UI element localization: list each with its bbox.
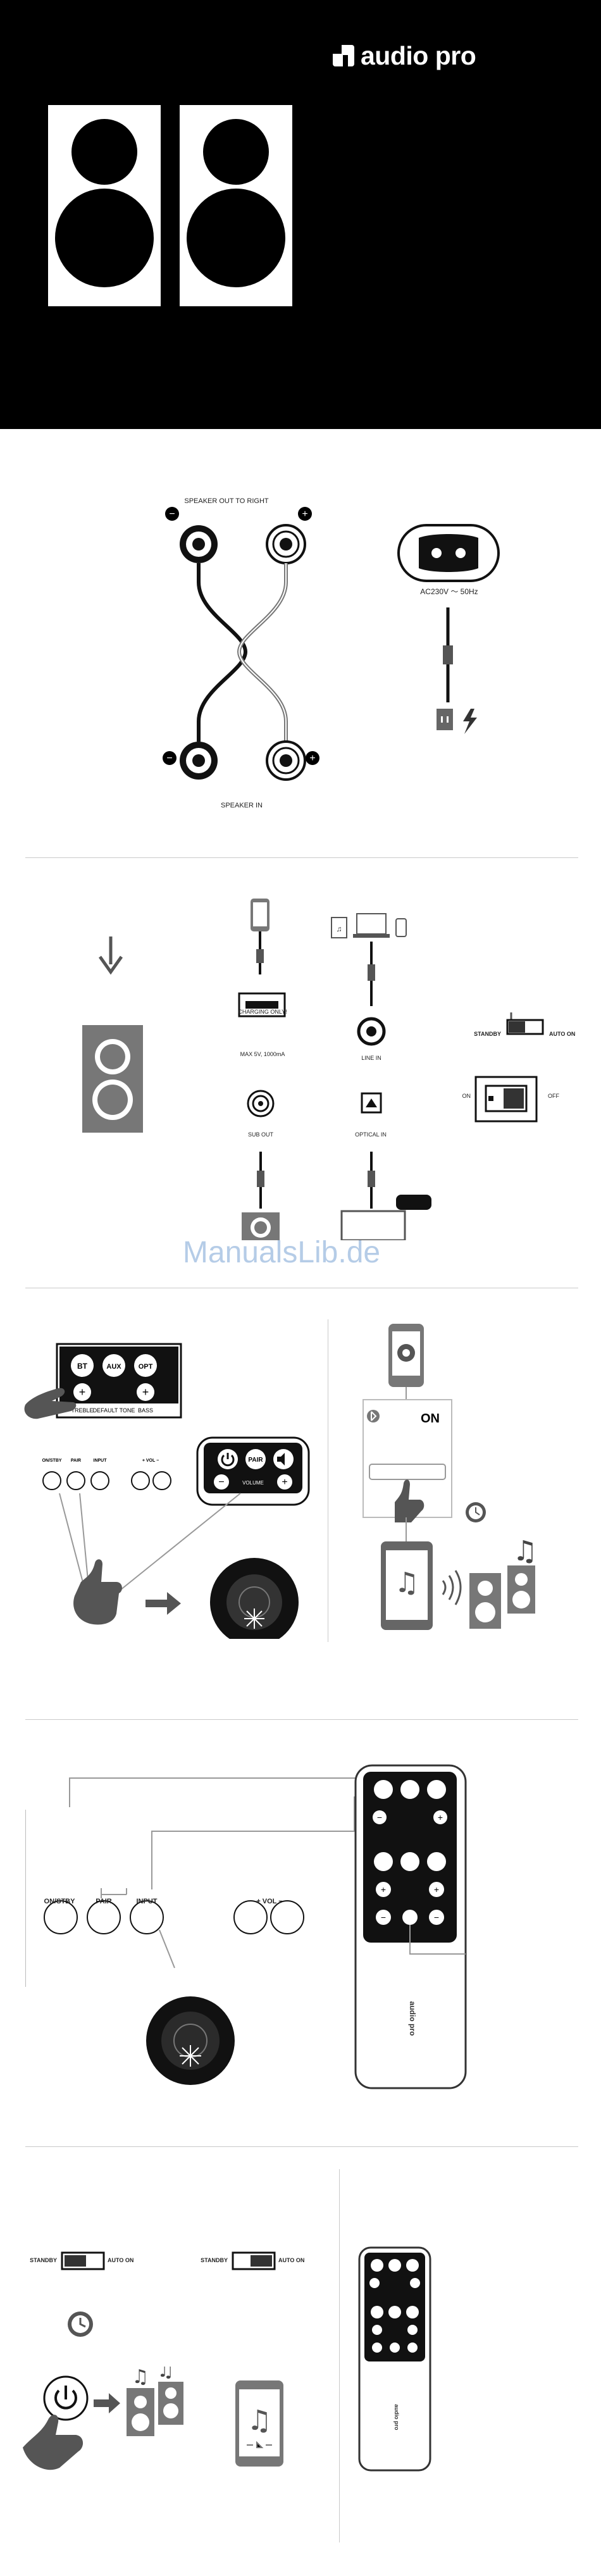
standby-label-b: STANDBY — [201, 2257, 228, 2263]
rear-speaker-diagram — [82, 936, 143, 1133]
remote-aux-text: AUX — [106, 1363, 121, 1371]
remote-pair-text: PAIR — [248, 1457, 263, 1464]
standby-label: STANDBY — [474, 1031, 501, 1037]
speaker-left — [48, 105, 161, 306]
svg-text:−: − — [434, 1912, 439, 1922]
electricity-icon — [463, 709, 477, 734]
svg-text:+: + — [438, 1812, 443, 1822]
svg-text:−: − — [169, 509, 175, 520]
off-label: OFF — [548, 1093, 559, 1099]
standby-switch-a — [61, 2251, 105, 2270]
line-in-label: LINE IN — [361, 1055, 381, 1061]
svg-text:+: + — [309, 753, 315, 764]
panel-vol-label: + VOL − — [256, 1898, 283, 1905]
remote-treble-text: TREBLE — [71, 1407, 93, 1414]
speaker-grille-diagram — [146, 1996, 235, 2085]
auto-on-label-a: AUTO ON — [108, 2257, 134, 2263]
svg-text:−: − — [377, 1812, 382, 1822]
svg-text:♫: ♫ — [512, 1535, 537, 1567]
panel-input-label: INPUT — [136, 1898, 158, 1905]
optical-in-label: OPTICAL IN — [355, 1131, 387, 1138]
divider-1 — [25, 857, 578, 858]
arrow-right-icon — [146, 1592, 181, 1615]
remote-volume-text: VOLUME — [242, 1480, 264, 1486]
standby-switch-b — [232, 2251, 276, 2270]
charging-label: CHARGING ONLY! — [238, 1009, 287, 1015]
divider-4 — [25, 2146, 578, 2147]
svg-text:−: − — [381, 1912, 386, 1922]
hand-pointer-icon — [24, 1388, 77, 1419]
svg-text:♫: ♫ — [158, 2367, 175, 2382]
svg-text:♫: ♫ — [337, 924, 342, 933]
svg-text:+: + — [434, 1884, 439, 1895]
svg-text:+: + — [381, 1884, 386, 1895]
svg-text:−: − — [218, 1477, 224, 1488]
svg-text:♫: ♫ — [132, 2367, 149, 2388]
hand-tap-icon — [395, 1479, 424, 1522]
auto-on-label-b: AUTO ON — [278, 2257, 305, 2263]
speaker-in-label: SPEAKER IN — [220, 802, 263, 809]
speaker-out-label: SPEAKER OUT TO RIGHT — [184, 497, 269, 505]
auto-on-label: AUTO ON — [549, 1031, 576, 1037]
small-remote-diagram: audio pro — [358, 2246, 431, 2472]
speaker-cable-diagram: − + − + — [163, 507, 319, 781]
optical-in-diagram — [340, 1092, 431, 1240]
brand-mark-icon — [333, 45, 354, 66]
svg-text:+: + — [79, 1386, 86, 1398]
remote-default-tone-text: DEFAULT TONE — [93, 1407, 135, 1414]
standby-switch-diagram — [506, 1012, 544, 1035]
on-label: ON — [462, 1093, 471, 1099]
svg-text:+: + — [282, 1477, 287, 1488]
header-speakers-illustration — [48, 105, 292, 306]
power-icon — [54, 2389, 77, 2410]
vertical-divider-5 — [339, 2169, 340, 2542]
panel-label-vol: + VOL − — [142, 1459, 159, 1463]
panel-on-stby-label: ON/STBY — [44, 1898, 75, 1905]
brand-logo: audio pro — [333, 40, 476, 70]
watermark: ManualsLib.de — [182, 1236, 381, 1269]
bluetooth-icon — [367, 1410, 380, 1422]
hand-press-icon — [23, 2415, 84, 2470]
phone-on-text: ON — [421, 1412, 440, 1426]
charging-sub-label: MAX 5V, 1000mA — [240, 1051, 285, 1057]
panel-label-pair: PAIR — [71, 1459, 81, 1463]
brand-name: audio pro — [361, 40, 476, 70]
line-in-diagram: ♫ — [331, 913, 407, 1046]
phone-music-diagram: ♫ — [235, 2380, 283, 2467]
sub-out-diagram — [242, 1090, 280, 1240]
panel-pair-label: PAIR — [96, 1898, 112, 1905]
small-remote-brand-text: audio pro — [393, 2405, 400, 2430]
svg-text:+: + — [302, 509, 307, 520]
pairing-gesture-diagram — [59, 1493, 299, 1639]
arrow-right-icon — [94, 2393, 120, 2413]
remote-closeup-diagram: BT AUX OPT + + TREBLE DEFAULT TONE BASS — [24, 1343, 182, 1419]
clock-icon — [68, 2312, 93, 2337]
music-note-icon: ♫ — [247, 2405, 271, 2437]
music-note-icon: ♫ — [394, 1567, 419, 1599]
sub-out-label: SUB OUT — [247, 1131, 273, 1138]
speaker-right — [180, 105, 292, 306]
svg-text:−: − — [166, 753, 172, 764]
divider-3 — [25, 1719, 578, 1720]
remote-brand-text: audio pro — [408, 2001, 417, 2036]
power-socket-diagram — [397, 524, 500, 734]
remote-bt-text: BT — [77, 1362, 88, 1371]
power-on-gesture-diagram: ♫ ♫ — [23, 2367, 183, 2470]
panel-label-on-stby: ON/STBY — [42, 1459, 61, 1463]
remote-opt-text: OPT — [139, 1363, 153, 1371]
svg-text:+: + — [142, 1386, 149, 1398]
hand-press-icon — [73, 1559, 122, 1625]
remote-bass-text: BASS — [138, 1407, 153, 1414]
panel-label-input: INPUT — [94, 1459, 108, 1463]
phone-pairing-diagram: ON ♫ ♫ — [362, 1324, 538, 1630]
remote-volume-closeup: PAIR − VOLUME + — [196, 1436, 310, 1506]
power-switch-diagram — [474, 1076, 538, 1123]
full-remote-diagram: − + + + − − audio pro — [354, 1764, 467, 2089]
usb-charging-diagram — [238, 899, 286, 1017]
power-label: AC230V ～ 50Hz — [420, 587, 478, 596]
panel-buttons-diagram: ON/STBY PAIR INPUT + VOL − — [42, 1459, 171, 1490]
standby-label-a: STANDBY — [30, 2257, 57, 2263]
